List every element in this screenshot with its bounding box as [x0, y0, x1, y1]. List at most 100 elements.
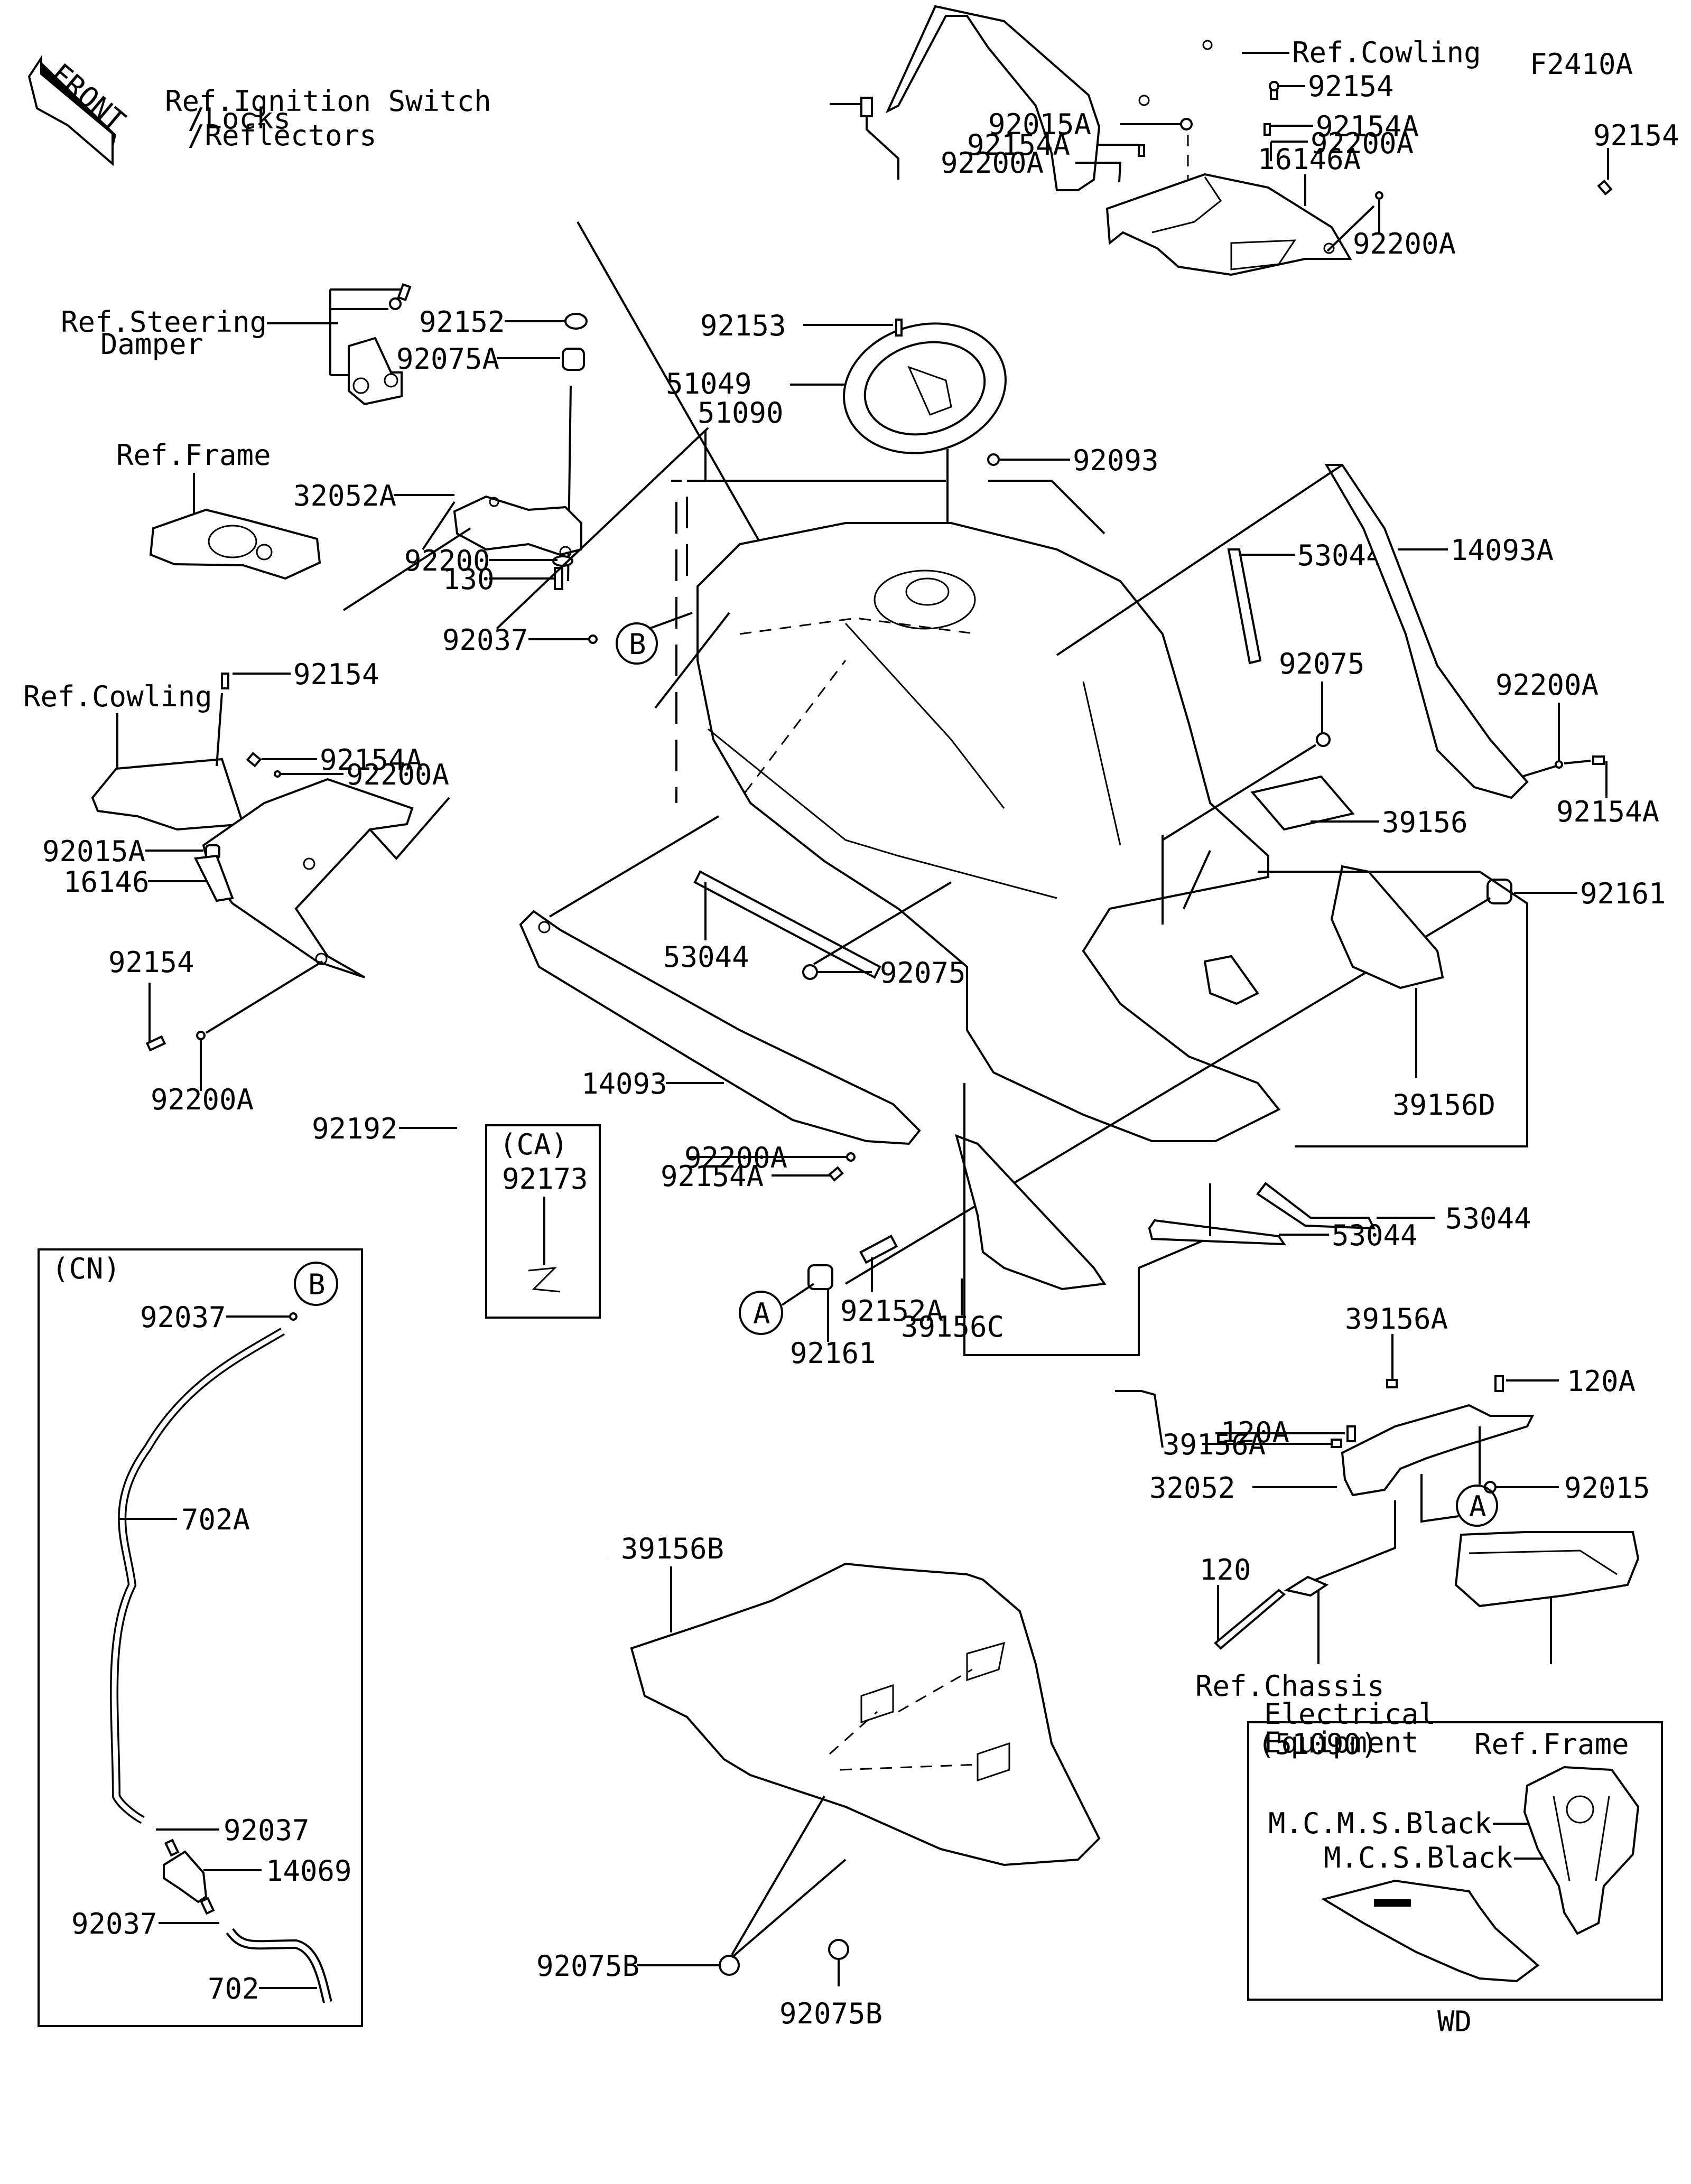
part-92075-center: 92075 [880, 956, 966, 990]
ca-box-title: (CA) [499, 1128, 568, 1161]
svg-text:B: B [629, 628, 646, 661]
callout-b-circle: B [616, 622, 658, 665]
bracket-32052 [1341, 1404, 1535, 1497]
part-14093: 14093 [581, 1067, 667, 1100]
cowling-left-part [91, 758, 245, 831]
side-cover-16146A [1105, 173, 1352, 276]
part-92075B-left: 92075B [536, 1949, 639, 1983]
trim-14093 [519, 910, 921, 1145]
part-53044-left: 53044 [663, 940, 749, 974]
part-92200A-right2: 92200A [1495, 668, 1599, 702]
ref-equipment: Equipment [1264, 1726, 1419, 1759]
part-92200A-left: 92200A [346, 758, 449, 791]
cn-part-702A: 702A [181, 1503, 250, 1536]
part-39156: 39156 [1382, 806, 1468, 839]
variant-footer-wd: WD [1437, 2005, 1472, 2038]
ref-ignition-switch: Ref.Ignition Switch [165, 85, 491, 118]
variant-box-title: (51090) [1258, 1728, 1378, 1761]
part-92075-right: 92075 [1279, 647, 1365, 680]
part-92200A-center: 92200A [684, 1141, 787, 1174]
part-92075A: 92075A [396, 342, 499, 376]
trim-14093A [1324, 464, 1529, 799]
ref-reflectors: /Reflectors [188, 119, 377, 152]
ca-box: (CA) 92173 [485, 1124, 601, 1319]
part-92154A-center: 92154A [661, 1160, 764, 1193]
tank-variant-top-view [1523, 1766, 1640, 1935]
ref-damper: Damper [100, 328, 203, 361]
part-92037: 92037 [442, 623, 528, 657]
part-92200A-left-bottom: 92200A [151, 1083, 254, 1116]
part-39156A-left: 39156A [1163, 1428, 1266, 1461]
part-92075B-right: 92075B [779, 1997, 882, 2030]
ref-chassis: Ref.Chassis [1195, 1669, 1385, 1703]
cn-callout-b: B [308, 1268, 326, 1301]
part-92173: 92173 [502, 1162, 588, 1196]
fuel-tank-51090 [696, 522, 1281, 1142]
cn-part-92037-bottom: 92037 [71, 1907, 157, 1940]
part-130: 130 [443, 563, 495, 596]
ref-locks: /Locks [188, 102, 291, 135]
ref-cowling-left: Ref.Cowling [23, 680, 212, 713]
fuel-cap-51049 [843, 322, 1007, 454]
part-39156C: 39156C [901, 1310, 1004, 1343]
part-32052: 32052 [1149, 1471, 1235, 1505]
cn-part-92037-top: 92037 [140, 1301, 226, 1334]
grommet-92161-right [1486, 879, 1512, 904]
part-92093: 92093 [1073, 444, 1159, 477]
part-92154A-right2: 92154A [1556, 795, 1659, 828]
part-39156A-top: 39156A [1345, 1302, 1448, 1336]
part-92015A-top: 92015A [988, 108, 1091, 141]
svg-text:A: A [1469, 1490, 1486, 1523]
part-51090: 51090 [698, 396, 784, 430]
front-arrow-icon: FRONT [27, 54, 132, 166]
part-53044-lower-a: 53044 [1445, 1202, 1531, 1235]
part-92154-right: 92154 [1593, 119, 1679, 152]
variant-box-51090: (51090) M.C.M.S.Black M.C.S.Black WD [1247, 1721, 1663, 2038]
variant-mcs-black: M.C.S.Black [1324, 1841, 1513, 1874]
part-16146A: 16146A [1258, 143, 1361, 176]
variant-mcms-black: M.C.M.S.Black [1268, 1807, 1492, 1840]
part-92154A-left: 92154A [320, 743, 423, 777]
part-32052A: 32052A [293, 479, 396, 512]
cn-box: (CN) B 92037 702A 92037 14069 92037 702 [38, 1248, 363, 2027]
part-39156D: 39156D [1392, 1088, 1495, 1122]
part-92152A: 92152A [840, 1294, 943, 1328]
cowling-top-part [885, 5, 1213, 191]
part-53044-lower-b: 53044 [1332, 1219, 1418, 1252]
part-51049: 51049 [666, 367, 752, 400]
part-14093A: 14093A [1451, 534, 1554, 567]
side-panel-16146 [202, 778, 414, 978]
part-92200A-top-left: 92200A [941, 146, 1044, 180]
part-92161-right: 92161 [1580, 877, 1666, 910]
part-92200A-top-right: 92200A [1311, 127, 1414, 160]
part-92154-top: 92154 [1308, 70, 1394, 103]
ref-frame-top: Ref.Frame [116, 438, 271, 472]
part-16146: 16146 [63, 865, 150, 899]
tank-variant-side-view [1321, 1879, 1540, 1983]
part-120A-right: 120A [1567, 1365, 1636, 1398]
frame-rear-part [1454, 1531, 1640, 1608]
ref-frame-bottom: Ref.Frame [1474, 1728, 1629, 1761]
cn-part-14069: 14069 [266, 1854, 352, 1888]
callout-a-circle-right: A [1456, 1485, 1498, 1527]
cn-part-92037-mid: 92037 [224, 1814, 310, 1847]
callout-a-circle-left: A [739, 1291, 783, 1335]
part-92161-left: 92161 [790, 1337, 876, 1370]
figure-code: F2410A [1530, 48, 1633, 81]
part-92152: 92152 [419, 305, 505, 339]
cn-box-title: (CN) [52, 1252, 120, 1285]
part-92154A-top-right: 92154A [1316, 110, 1419, 143]
fuel-filter-14069 [163, 1838, 215, 1915]
ref-electrical: Electrical [1264, 1697, 1436, 1731]
part-92192: 92192 [312, 1112, 398, 1145]
part-92154-left: 92154 [293, 658, 379, 691]
steering-damper-bracket [348, 337, 403, 406]
part-92200A-right: 92200A [1353, 227, 1456, 260]
part-92015: 92015 [1564, 1471, 1650, 1505]
part-92200: 92200 [404, 544, 490, 577]
svg-text:A: A [753, 1297, 770, 1330]
heat-shield-39156B [630, 1562, 1101, 1866]
ref-steering: Ref.Steering [61, 305, 267, 339]
part-92154A-top-left: 92154A [967, 128, 1070, 162]
